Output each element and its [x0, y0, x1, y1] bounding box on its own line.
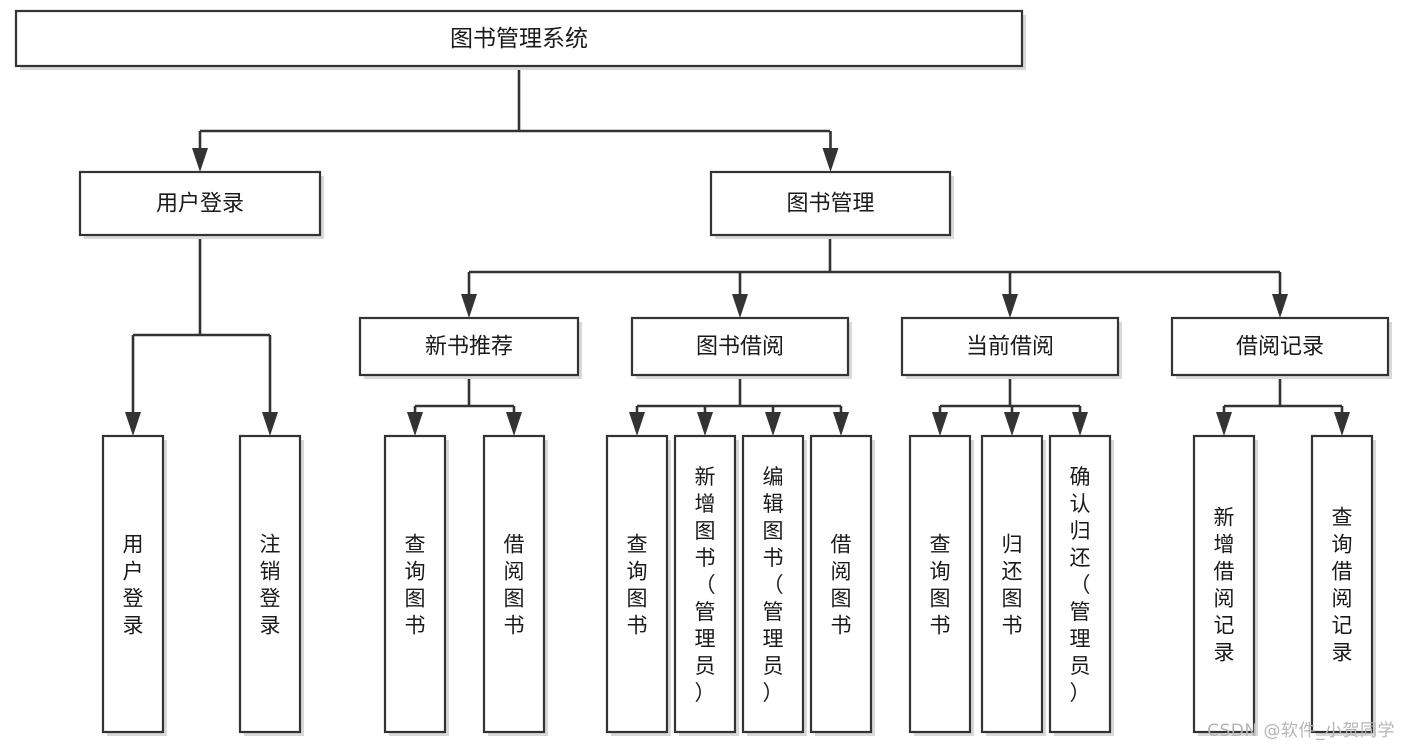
node-leaf-return-book[interactable]: 归还图书	[980, 434, 1046, 736]
node-leaf-add-book-admin[interactable]: 新增图书（管理员）	[673, 434, 739, 736]
node-current-borrow[interactable]: 当前借阅	[900, 316, 1122, 379]
node-box[interactable]	[900, 316, 1120, 377]
node-box[interactable]	[1170, 316, 1390, 377]
arrow-head-icon	[765, 412, 781, 436]
node-leaf-query-book-recommend[interactable]: 查询图书	[383, 434, 449, 736]
arrow-head-icon	[932, 412, 948, 436]
node-label: 借阅图书	[831, 533, 852, 638]
node-leaf-user-login[interactable]: 用户登录	[101, 434, 167, 736]
node-leaf-query-borrow-record[interactable]: 查询借阅记录	[1310, 434, 1376, 736]
node-leaf-borrow-book[interactable]: 借阅图书	[809, 434, 875, 736]
node-box[interactable]	[482, 434, 546, 734]
arrow-head-icon	[461, 294, 477, 318]
node-label: 用户登录	[156, 192, 244, 217]
node-box[interactable]	[78, 170, 322, 237]
node-leaf-logout[interactable]: 注销登录	[238, 434, 304, 736]
node-label: 借阅记录	[1236, 335, 1324, 360]
connector-layer	[125, 66, 1350, 436]
arrow-head-icon	[506, 412, 522, 436]
node-label: 用户登录	[123, 533, 144, 638]
arrow-head-icon	[732, 294, 748, 318]
arrow-head-icon	[697, 412, 713, 436]
node-new-book-recommend[interactable]: 新书推荐	[358, 316, 582, 379]
node-label: 新增借阅记录	[1214, 506, 1235, 665]
node-label: 归还图书	[1002, 533, 1023, 638]
node-label: 查询图书	[930, 533, 951, 638]
node-leaf-query-book-current[interactable]: 查询图书	[908, 434, 974, 736]
node-root[interactable]: 图书管理系统	[14, 9, 1026, 70]
node-box[interactable]	[908, 434, 972, 734]
node-borrow-record[interactable]: 借阅记录	[1170, 316, 1392, 379]
arrow-head-icon	[1216, 412, 1232, 436]
node-leaf-query-book[interactable]: 查询图书	[605, 434, 671, 736]
node-box[interactable]	[809, 434, 873, 734]
node-label: 查询图书	[405, 533, 426, 638]
node-leaf-add-borrow-record[interactable]: 新增借阅记录	[1192, 434, 1258, 736]
node-box[interactable]	[630, 316, 850, 377]
arrow-head-icon	[407, 412, 423, 436]
node-box[interactable]	[14, 9, 1024, 68]
node-book-management[interactable]: 图书管理	[709, 170, 954, 239]
node-label: 图书借阅	[696, 335, 784, 360]
node-label: 借阅图书	[504, 533, 525, 638]
node-box[interactable]	[383, 434, 447, 734]
node-label: 图书管理系统	[450, 26, 588, 52]
node-user-login[interactable]: 用户登录	[78, 170, 324, 239]
node-box[interactable]	[605, 434, 669, 734]
node-box[interactable]	[673, 434, 737, 734]
node-leaf-borrow-book-recommend[interactable]: 借阅图书	[482, 434, 548, 736]
node-leaf-edit-book-admin[interactable]: 编辑图书（管理员）	[741, 434, 807, 736]
node-label: 查询图书	[627, 533, 648, 638]
arrow-head-icon	[125, 412, 141, 436]
node-label: 当前借阅	[966, 335, 1054, 360]
node-box[interactable]	[1192, 434, 1256, 734]
arrow-head-icon	[1334, 412, 1350, 436]
node-box[interactable]	[1310, 434, 1374, 734]
node-label: 确认归还（管理员）	[1070, 465, 1091, 705]
node-label: 编辑图书（管理员）	[763, 465, 784, 705]
node-box[interactable]	[358, 316, 580, 377]
arrow-head-icon	[1002, 294, 1018, 318]
node-box[interactable]	[741, 434, 805, 734]
node-label: 新增图书（管理员）	[695, 465, 716, 705]
arrow-head-icon	[822, 148, 839, 172]
arrow-head-icon	[629, 412, 645, 436]
arrow-head-icon	[262, 412, 278, 436]
node-label: 注销登录	[260, 533, 281, 638]
arrow-head-icon	[1272, 294, 1288, 318]
node-leaf-confirm-return-admin[interactable]: 确认归还（管理员）	[1048, 434, 1114, 736]
arrow-head-icon	[1072, 412, 1088, 436]
arrow-head-icon	[833, 412, 849, 436]
node-box[interactable]	[1048, 434, 1112, 734]
node-box[interactable]	[238, 434, 302, 734]
node-box[interactable]	[101, 434, 165, 734]
arrow-head-icon	[1004, 412, 1020, 436]
node-label: 查询借阅记录	[1332, 506, 1353, 665]
node-label: 图书管理	[786, 192, 874, 217]
arrow-head-icon	[192, 148, 208, 172]
node-box[interactable]	[980, 434, 1044, 734]
node-label: 新书推荐	[425, 335, 513, 360]
node-book-borrow[interactable]: 图书借阅	[630, 316, 852, 379]
node-layer: 图书管理系统用户登录图书管理新书推荐图书借阅当前借阅借阅记录用户登录注销登录查询…	[14, 9, 1392, 736]
node-box[interactable]	[709, 170, 952, 237]
